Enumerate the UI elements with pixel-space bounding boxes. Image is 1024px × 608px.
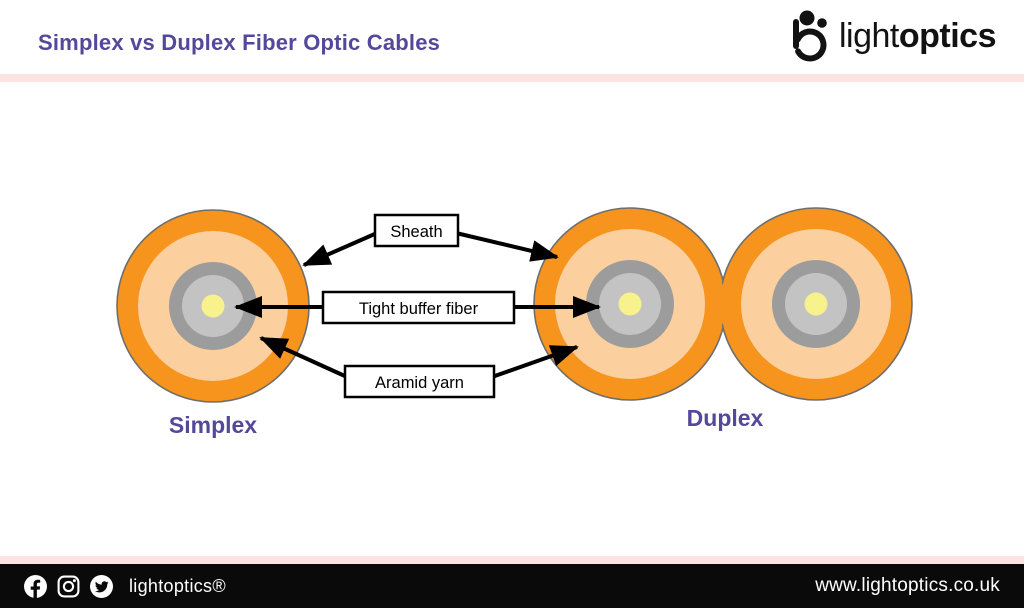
duplex-right-core — [804, 292, 828, 316]
aramid-arrow-right — [491, 345, 579, 379]
footer: lightoptics® www.lightoptics.co.uk — [0, 564, 1024, 608]
duplex-caption: Duplex — [687, 405, 764, 431]
tight-buffer-label-box — [321, 290, 516, 325]
simplex-core — [201, 294, 225, 318]
page-title: Simplex vs Duplex Fiber Optic Cables — [38, 30, 441, 55]
callout-tight-buffer-fiber: Tight buffer fiber — [321, 290, 516, 325]
logo-text-light: light — [839, 16, 899, 55]
instagram-icon[interactable] — [57, 575, 80, 598]
logo-text-optics: optics — [898, 16, 997, 55]
sheath-arrow-right — [455, 231, 559, 262]
callout-aramid-yarn: Aramid yarn — [343, 364, 496, 399]
aramid-label-box — [343, 364, 496, 399]
sheath-label-box — [373, 213, 460, 248]
aramid-arrow-left — [259, 336, 348, 379]
footer-website-link[interactable]: www.lightoptics.co.uk — [815, 575, 1000, 596]
footer-brand-text: lightoptics® — [129, 575, 226, 596]
callout-arrows — [234, 231, 601, 379]
sheath-label: Sheath — [390, 223, 442, 241]
aramid-label: Aramid yarn — [375, 374, 464, 392]
footer-divider — [0, 556, 1024, 564]
lightoptics-logo-icon — [793, 10, 827, 62]
tight-buffer-label: Tight buffer fiber — [359, 300, 479, 318]
callout-sheath: Sheath — [373, 213, 460, 248]
twitter-icon[interactable] — [90, 574, 113, 598]
simplex-caption: Simplex — [169, 412, 257, 438]
facebook-icon[interactable] — [24, 574, 47, 598]
duplex-left-core — [618, 292, 642, 316]
duplex-cable — [533, 207, 913, 401]
header-divider — [0, 74, 1024, 82]
sheath-arrow-left — [302, 231, 378, 267]
